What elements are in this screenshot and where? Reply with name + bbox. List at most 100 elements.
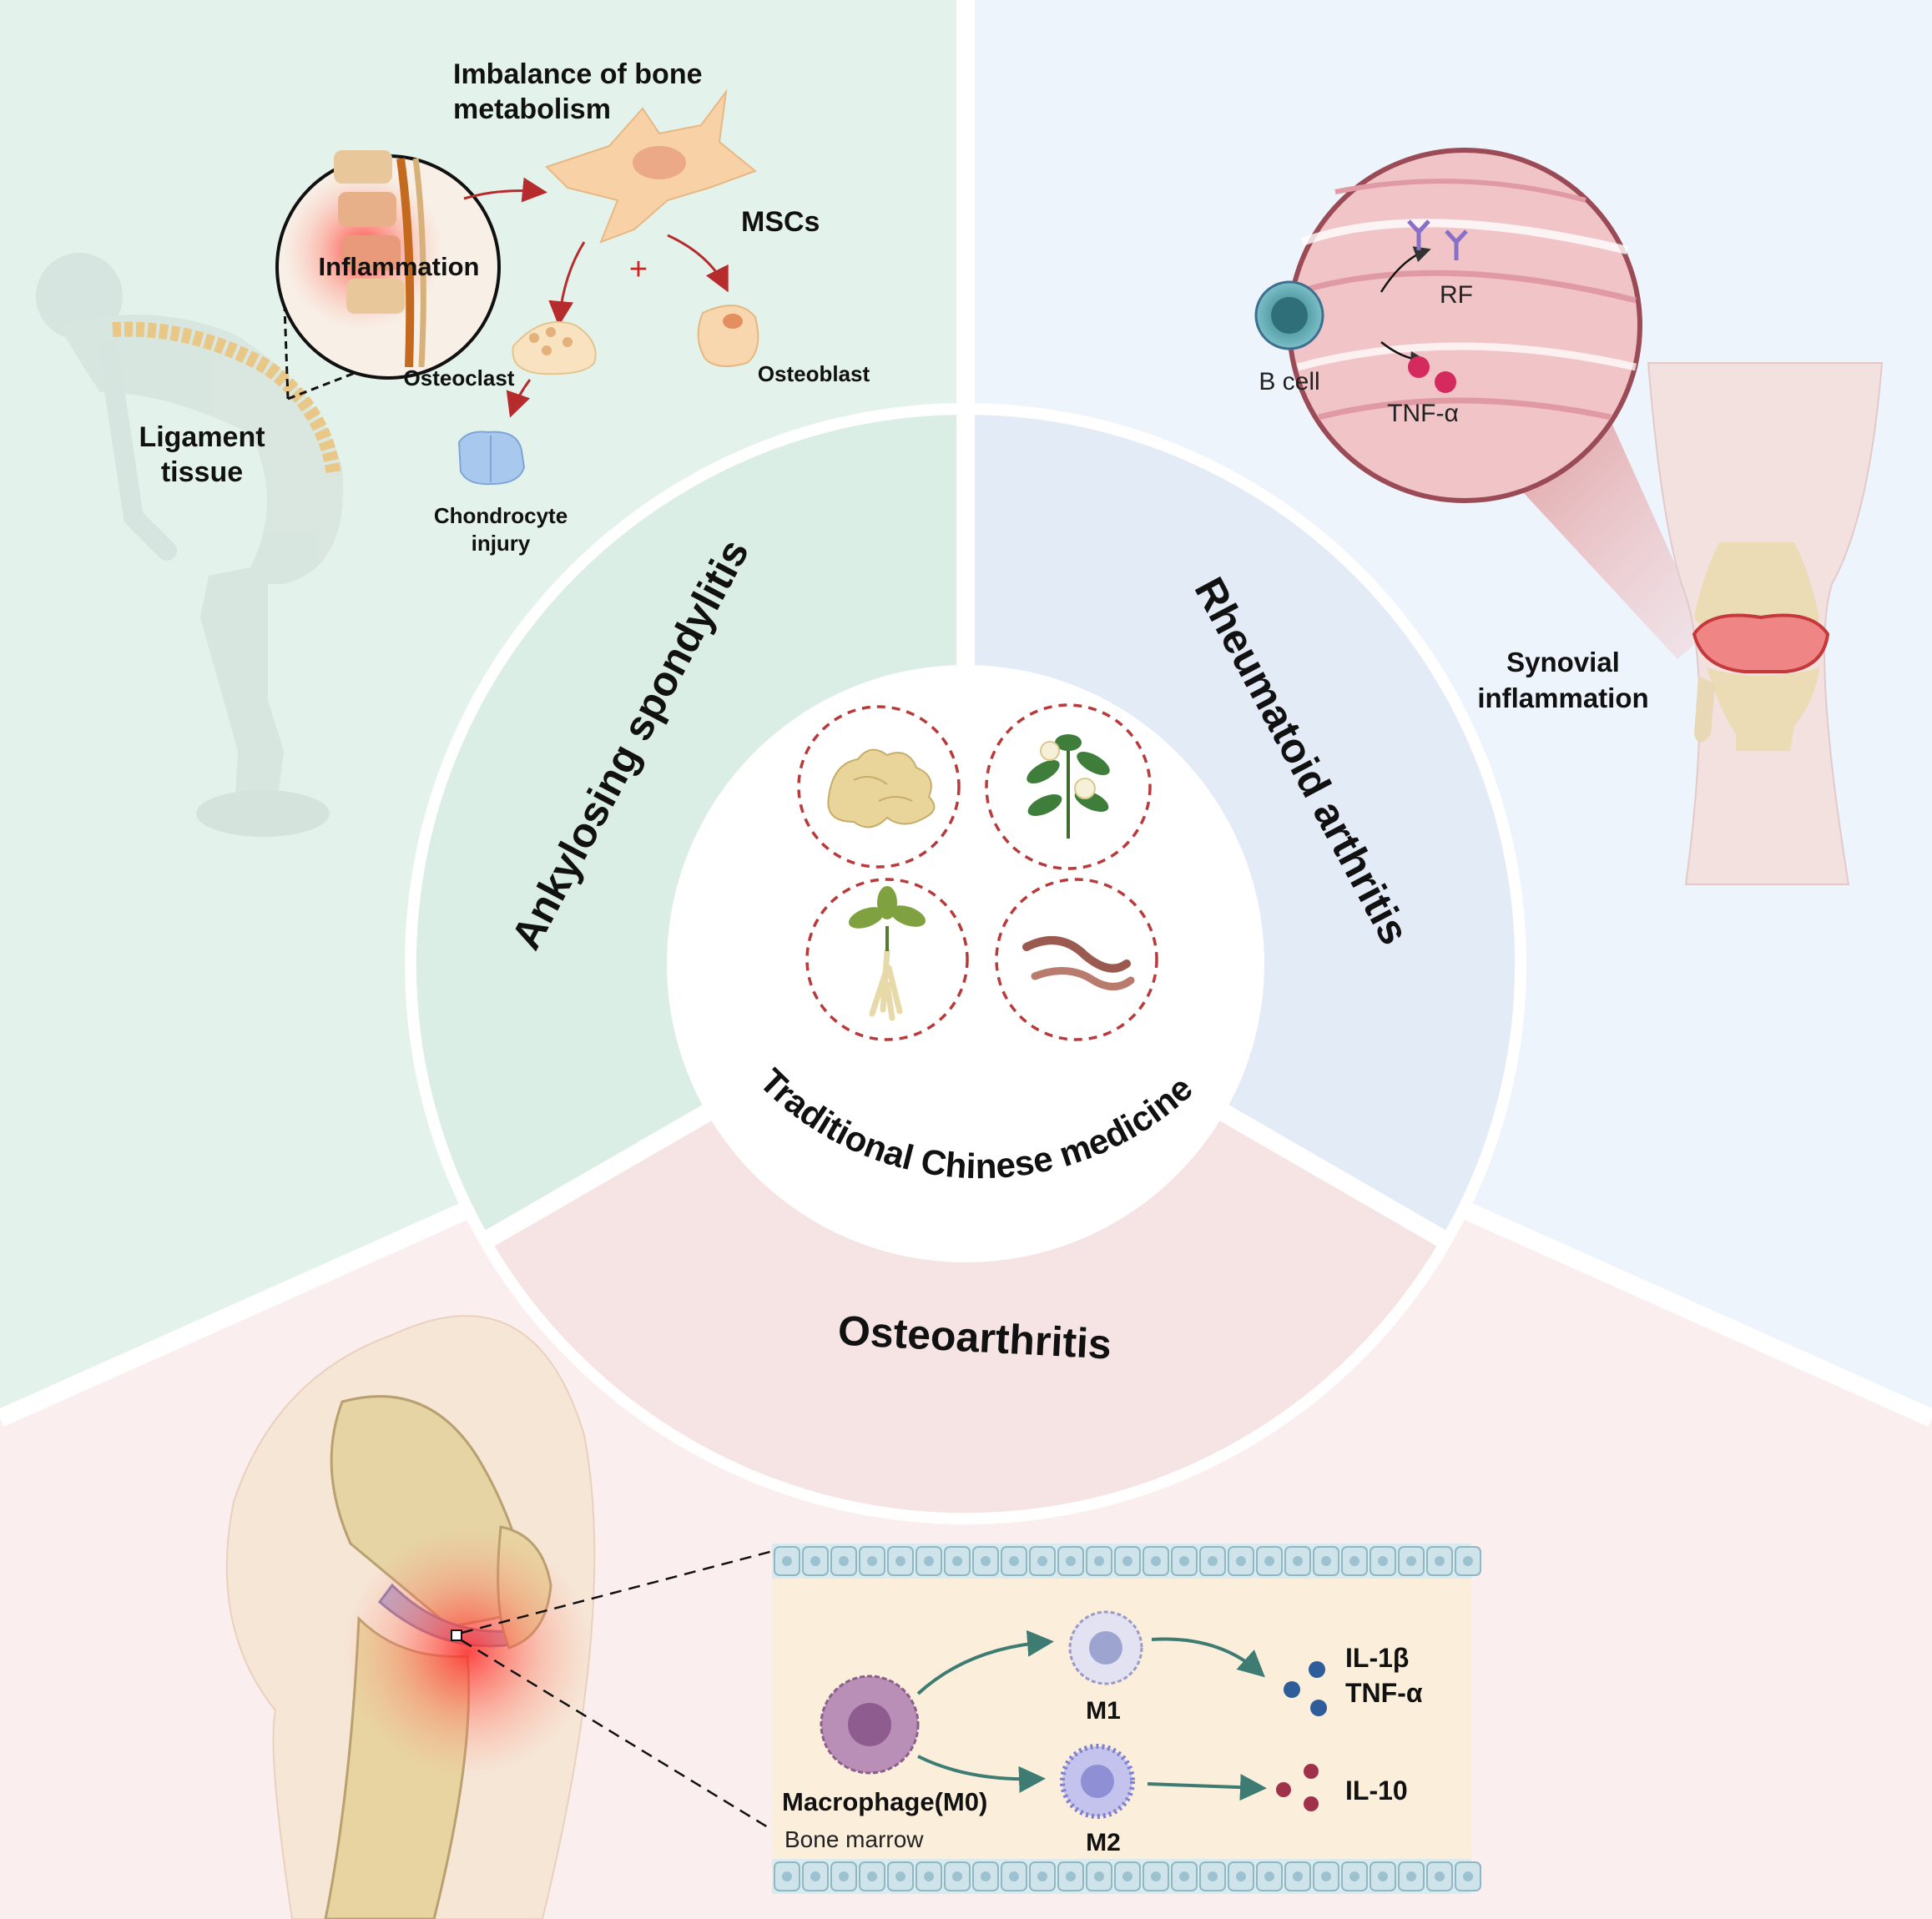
as-panel: Inflammation Imbalance of bone metabolis… <box>36 58 870 837</box>
epithelial-nucleus <box>1066 1556 1076 1566</box>
synovial-label-1: Synovial <box>1506 647 1620 677</box>
imbalance-label-1: Imbalance of bone <box>453 58 703 90</box>
divider-right <box>1460 1201 1932 1428</box>
epithelial-nucleus <box>867 1871 877 1881</box>
rf-label: RF <box>1440 281 1473 309</box>
epithelial-nucleus <box>1179 1556 1189 1566</box>
earthworm-icon <box>1022 936 1135 990</box>
epithelial-nucleus <box>1037 1871 1047 1881</box>
epithelial-nucleus <box>924 1556 934 1566</box>
inflammation-magnifier <box>275 150 501 380</box>
epithelial-nucleus <box>1293 1871 1303 1881</box>
m1-label: M1 <box>1086 1697 1121 1725</box>
epithelial-nucleus <box>1151 1556 1161 1566</box>
inflammation-label: Inflammation <box>319 252 480 281</box>
cytokine-dot-icon <box>1284 1681 1300 1698</box>
epithelial-nucleus <box>1122 1871 1132 1881</box>
ra-knee-illustration <box>1647 362 1884 885</box>
epithelial-nucleus <box>1293 1556 1303 1566</box>
plus-sign: + <box>629 252 648 287</box>
ginseng-root-icon <box>848 886 926 1021</box>
mscs-label: MSCs <box>741 206 820 238</box>
m2-cell-icon <box>1060 1744 1135 1819</box>
epithelial-nucleus <box>839 1871 849 1881</box>
epithelial-nucleus <box>1179 1871 1189 1881</box>
epithelial-nucleus <box>1321 1556 1331 1566</box>
epithelial-nucleus <box>981 1556 991 1566</box>
epithelial-nucleus <box>1009 1871 1019 1881</box>
epithelial-nucleus <box>1009 1556 1019 1566</box>
epithelial-nucleus <box>1378 1556 1388 1566</box>
ginger-icon <box>827 748 936 829</box>
il10-label: IL-10 <box>1345 1775 1408 1806</box>
epithelial-nucleus <box>1236 1556 1246 1566</box>
epithelial-nucleus <box>895 1556 905 1566</box>
antibody-icon <box>1407 219 1468 260</box>
epithelial-nucleus <box>1037 1556 1047 1566</box>
epithelial-nucleus <box>1435 1556 1445 1566</box>
oa-panel: M1 M2 IL-1β TNF-α IL-10 Macrophage(M0) B… <box>225 1315 1481 1919</box>
epithelial-nucleus <box>1264 1871 1274 1881</box>
osteoblast-label: Osteoblast <box>758 361 870 386</box>
epithelial-nucleus <box>782 1556 792 1566</box>
herb-circle <box>805 878 969 1041</box>
epithelial-nucleus <box>1349 1871 1359 1881</box>
tnf-oa-label: TNF-α <box>1345 1678 1423 1708</box>
epithelial-nucleus <box>981 1871 991 1881</box>
divider-left <box>0 1201 472 1428</box>
cytokine-dot-icon <box>1304 1796 1319 1811</box>
herb-circle <box>995 878 1158 1041</box>
chondrocyte-label-2: injury <box>472 531 531 556</box>
osteoclast-cell-icon <box>512 320 597 375</box>
epithelial-nucleus <box>810 1871 820 1881</box>
m2-label: M2 <box>1086 1829 1121 1856</box>
disease-ring <box>405 403 1526 1524</box>
osteoclast-label: Osteoclast <box>404 365 515 390</box>
epithelial-nucleus <box>1094 1871 1104 1881</box>
epithelial-nucleus <box>1378 1871 1388 1881</box>
epithelial-nucleus <box>1435 1871 1445 1881</box>
herb-circle <box>985 703 1152 870</box>
herb-circle <box>797 705 961 869</box>
tnf-molecule-icon <box>1435 371 1456 393</box>
epithelial-nucleus <box>1066 1871 1076 1881</box>
epithelial-nucleus <box>1463 1556 1473 1566</box>
epithelial-nucleus <box>1406 1871 1416 1881</box>
epithelial-nucleus <box>1208 1871 1218 1881</box>
cytokine-dot-icon <box>1310 1700 1327 1716</box>
spine-icon <box>112 321 341 477</box>
ra-panel: RF B cell TNF-α Synovial inflammation <box>1254 148 1884 885</box>
cytokine-dot-icon <box>1304 1764 1319 1779</box>
ra-tissue-magnifier <box>1254 148 1642 503</box>
epithelial-nucleus <box>810 1556 820 1566</box>
ligament-label-2: tissue <box>161 456 243 488</box>
m1-cell-icon <box>1068 1610 1143 1685</box>
bone-marrow-panel <box>772 1544 1481 1894</box>
epithelial-nucleus <box>782 1871 792 1881</box>
center-circle <box>667 665 1264 1262</box>
epithelial-nucleus <box>1236 1871 1246 1881</box>
epithelial-nucleus <box>867 1556 877 1566</box>
il1b-label: IL-1β <box>1345 1643 1409 1673</box>
macrophage-label: Macrophage(M0) <box>782 1787 987 1816</box>
epithelial-nucleus <box>1463 1871 1473 1881</box>
epithelial-nucleus <box>1349 1556 1359 1566</box>
cytokine-dot-icon <box>1309 1661 1325 1678</box>
epithelial-nucleus <box>1122 1556 1132 1566</box>
b-cell-label: B cell <box>1259 368 1319 395</box>
imbalance-label-2: metabolism <box>453 93 611 125</box>
chondrocyte-label-1: Chondrocyte <box>434 503 567 528</box>
epithelial-nucleus <box>1264 1556 1274 1566</box>
epithelial-nucleus <box>1094 1556 1104 1566</box>
oa-inflammation-glow <box>342 1527 593 1777</box>
tnf-label: TNF-α <box>1387 400 1459 427</box>
epithelial-nucleus <box>1321 1871 1331 1881</box>
synovial-label-2: inflammation <box>1477 682 1648 713</box>
epithelial-nucleus <box>895 1871 905 1881</box>
flowering-herb-icon <box>1027 734 1110 839</box>
macrophage-m0-icon <box>820 1675 920 1775</box>
bone-marrow-label: Bone marrow <box>784 1826 924 1852</box>
epithelial-nucleus <box>1208 1556 1218 1566</box>
